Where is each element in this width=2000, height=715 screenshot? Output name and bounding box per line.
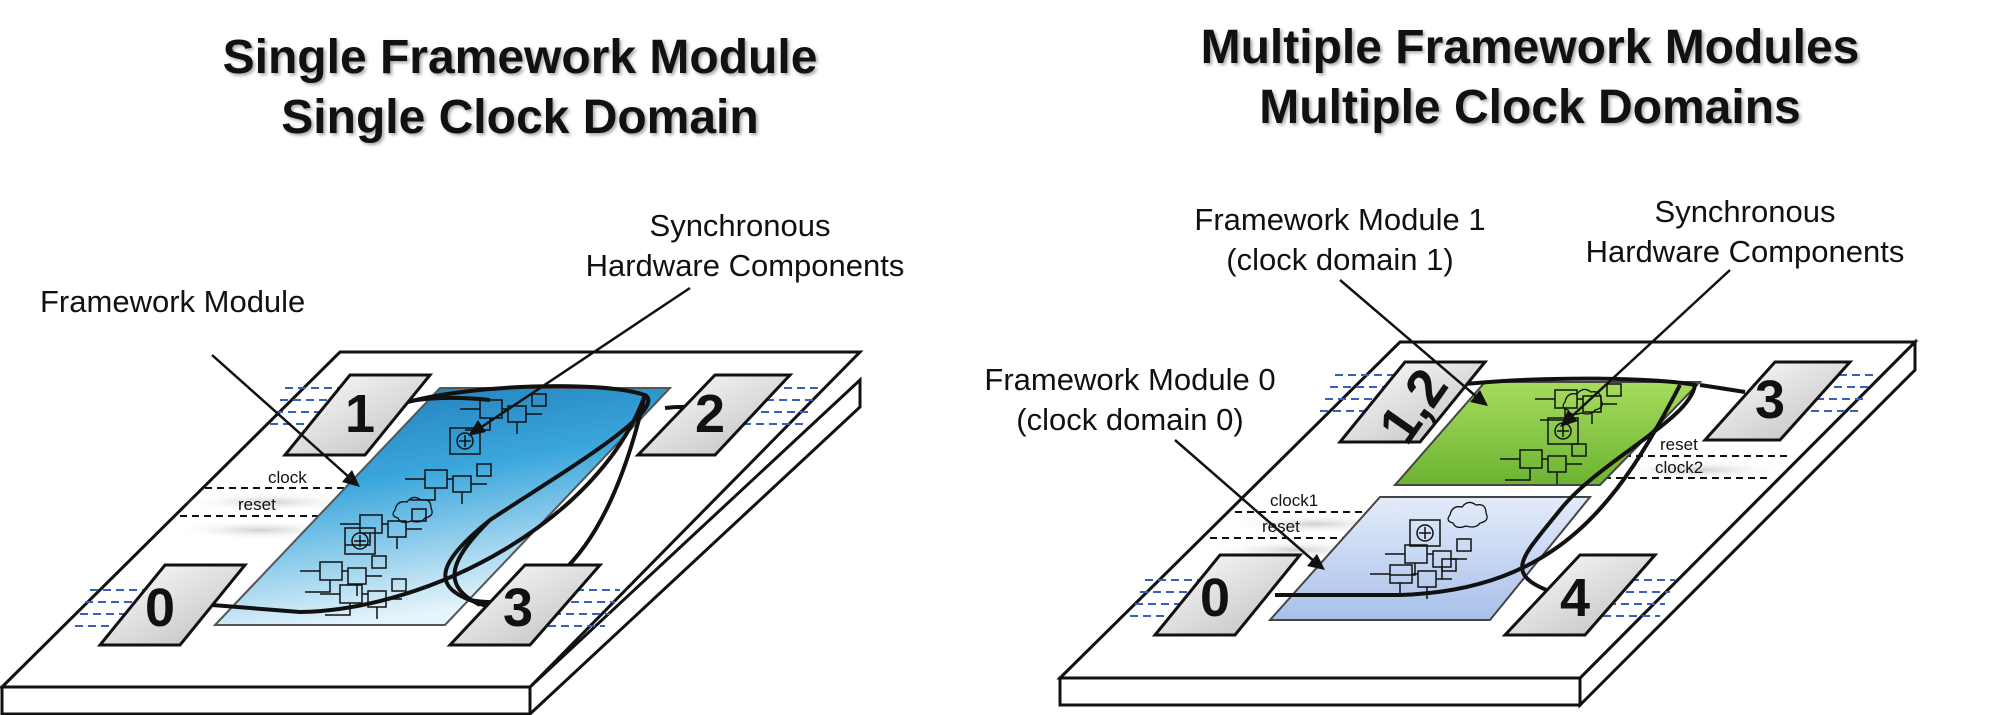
right-signal-clock2: clock2	[1655, 458, 1703, 477]
left-label-sync-line1: Synchronous	[650, 208, 831, 243]
right-label-sync-line1: Synchronous	[1655, 194, 1836, 229]
left-title-line2: Single Clock Domain	[281, 91, 759, 144]
right-label-fm1-line2: (clock domain 1)	[1226, 242, 1453, 277]
right-label-sync-line2: Hardware Components	[1586, 234, 1905, 269]
left-pad-3: 3	[446, 563, 604, 647]
right-pad-3-label: 3	[1755, 370, 1785, 430]
right-signal-clock1: clock1	[1270, 491, 1318, 510]
right-pad-4: 4	[1501, 553, 1659, 637]
right-arrow-sync	[1560, 269, 1731, 427]
right-label-fm0-line2: (clock domain 0)	[1016, 402, 1243, 437]
right-pad-3: 3	[1701, 360, 1854, 442]
right-title-line2: Multiple Clock Domains	[1259, 81, 1801, 134]
left-pad-1-label: 1	[345, 384, 375, 444]
right-title: Multiple Framework Modules Multiple Cloc…	[1130, 18, 1930, 138]
right-pad-0: 0	[1151, 553, 1304, 637]
right-signal-reset1: reset	[1660, 435, 1698, 454]
right-pad-0-label: 0	[1200, 568, 1230, 628]
left-pad-2: 2	[634, 373, 794, 457]
right-signal-reset0: reset	[1262, 517, 1300, 536]
left-arrow-framework	[211, 354, 360, 487]
left-pad-0: 0	[96, 563, 249, 647]
right-label-fm1-line1: Framework Module 1	[1194, 202, 1485, 237]
right-arrow-fm0	[1174, 439, 1325, 570]
right-label-fm0-line1: Framework Module 0	[984, 362, 1275, 397]
left-pad-0-label: 0	[145, 578, 175, 638]
left-pad-3-label: 3	[503, 578, 533, 638]
left-arrow-sync	[468, 286, 691, 436]
left-title-line1: Single Framework Module	[222, 31, 818, 84]
right-title-line1: Multiple Framework Modules	[1200, 21, 1860, 74]
right-framework-module-0	[1267, 496, 1593, 621]
right-arrow-fm1	[1339, 279, 1488, 406]
left-title: Single Framework Module Single Clock Dom…	[130, 28, 910, 148]
right-pad-4-label: 4	[1560, 568, 1590, 628]
left-signal-reset: reset	[238, 495, 276, 514]
left-signal-clock: clock	[268, 468, 307, 487]
left-label-framework-module: Framework Module	[40, 284, 305, 319]
left-label-sync-line2: Hardware Components	[586, 248, 905, 283]
left-pad-1: 1	[281, 373, 434, 457]
left-pad-2-label: 2	[695, 384, 725, 444]
